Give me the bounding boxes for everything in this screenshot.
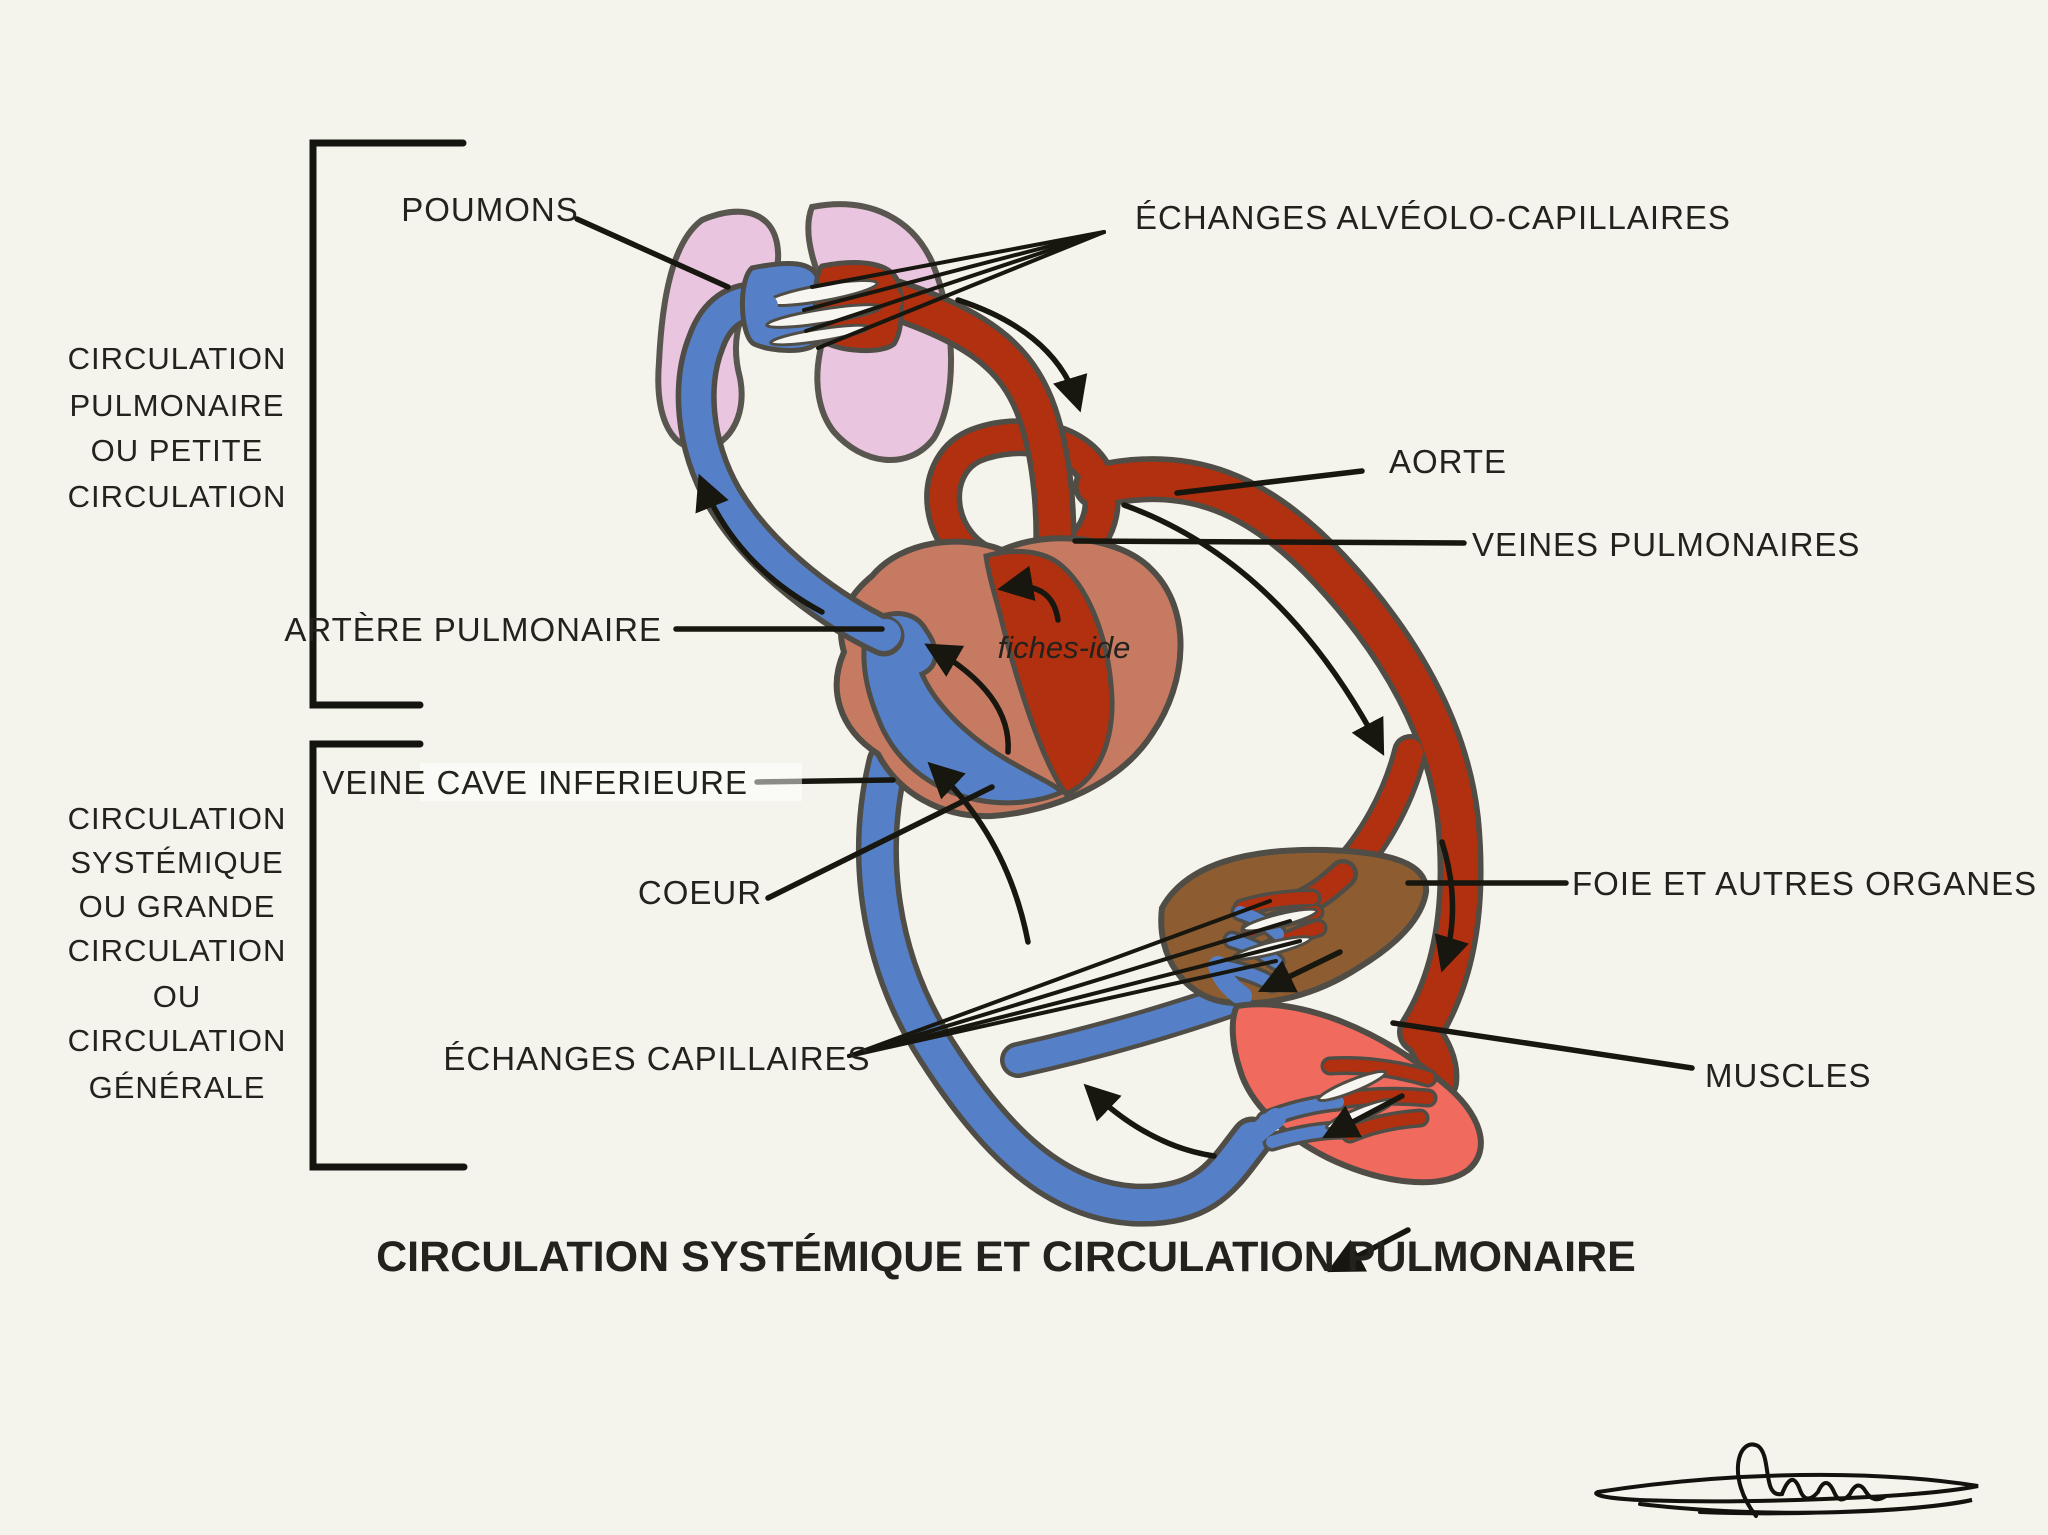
leader-fan-capillaires bbox=[847, 899, 1302, 1058]
arrow-muscle-out bbox=[1322, 1093, 1405, 1139]
leader-fan-alveolo bbox=[802, 230, 1106, 350]
vena-cava-loop bbox=[861, 746, 1268, 1222]
diagram-title: CIRCULATION SYSTÉMIQUE ET CIRCULATION PU… bbox=[376, 1233, 1636, 1281]
label-veine-cave: VEINE CAVE INFERIEURE bbox=[322, 764, 748, 801]
side-systemic-line: GÉNÉRALE bbox=[89, 1070, 266, 1105]
leader-muscles bbox=[1390, 1020, 1695, 1071]
alveolar-capillary-bed bbox=[740, 260, 904, 354]
side-systemic-line: OU bbox=[153, 979, 202, 1014]
side-pulmonary-line: CIRCULATION bbox=[68, 479, 287, 514]
side-label-pulmonary: CIRCULATION PULMONAIRE OU PETITE CIRCULA… bbox=[68, 341, 287, 514]
side-pulmonary-line: CIRCULATION bbox=[68, 341, 287, 376]
side-systemic-line: CIRCULATION bbox=[68, 1023, 287, 1058]
leader-coeur bbox=[765, 784, 995, 901]
label-muscles: MUSCLES bbox=[1705, 1057, 1872, 1094]
label-echanges-alveolo: ÉCHANGES ALVÉOLO-CAPILLAIRES bbox=[1135, 199, 1731, 236]
side-label-systemic: CIRCULATION SYSTÉMIQUE OU GRANDE CIRCULA… bbox=[68, 801, 287, 1105]
arrow-aorta-down bbox=[1121, 502, 1385, 756]
label-highlight bbox=[420, 763, 802, 801]
heart bbox=[833, 535, 1184, 820]
label-poumons: POUMONS bbox=[401, 191, 579, 228]
side-systemic-line: CIRCULATION bbox=[68, 801, 287, 836]
bracket-pulmonary bbox=[309, 139, 467, 709]
section-brackets bbox=[309, 139, 468, 1171]
label-coeur: COEUR bbox=[638, 874, 762, 911]
label-veines-pulmonaires: VEINES PULMONAIRES bbox=[1472, 526, 1860, 563]
leader-poumons bbox=[574, 216, 731, 290]
side-pulmonary-line: OU PETITE bbox=[91, 433, 264, 468]
arrow-aorta-lower bbox=[1434, 839, 1469, 973]
leader-lines bbox=[574, 216, 1695, 1071]
bracket-systemic bbox=[309, 740, 468, 1171]
watermark: fiches-ide bbox=[998, 630, 1131, 665]
side-systemic-line: OU GRANDE bbox=[79, 889, 276, 924]
arrow-cava-up bbox=[927, 761, 1031, 945]
arrow-right-atrium bbox=[924, 643, 1011, 755]
signature-scribble bbox=[1594, 1442, 1979, 1518]
vena-cava bbox=[856, 740, 1274, 1227]
leader-aorte bbox=[1174, 468, 1365, 496]
label-aorte: AORTE bbox=[1389, 443, 1507, 480]
arrow-below-muscle bbox=[1327, 1227, 1411, 1273]
pulmonary-artery bbox=[675, 281, 905, 657]
side-systemic-line: SYSTÉMIQUE bbox=[70, 845, 283, 880]
heart-left-chambers bbox=[983, 548, 1115, 798]
leader-veines-pulmonaires bbox=[1072, 538, 1467, 546]
side-pulmonary-line: PULMONAIRE bbox=[70, 388, 285, 423]
flow-arrows bbox=[695, 297, 1469, 1273]
label-echanges-capillaires: ÉCHANGES CAPILLAIRES bbox=[443, 1040, 870, 1077]
arrow-liver-out bbox=[1257, 949, 1343, 993]
arrow-to-lungs bbox=[695, 473, 825, 615]
arrow-left-ventricle bbox=[997, 565, 1061, 623]
hepatic-vein bbox=[1004, 982, 1256, 1074]
side-systemic-line: CIRCULATION bbox=[68, 933, 287, 968]
arrow-vein-return bbox=[1083, 1083, 1217, 1159]
pulmonary-veins bbox=[871, 277, 1077, 584]
label-foie: FOIE ET AUTRES ORGANES bbox=[1572, 865, 2037, 902]
label-artere-pulmonaire: ARTÈRE PULMONAIRE bbox=[284, 611, 662, 648]
aorta-descending bbox=[1078, 461, 1479, 1050]
arrow-to-heart-red bbox=[955, 297, 1088, 413]
